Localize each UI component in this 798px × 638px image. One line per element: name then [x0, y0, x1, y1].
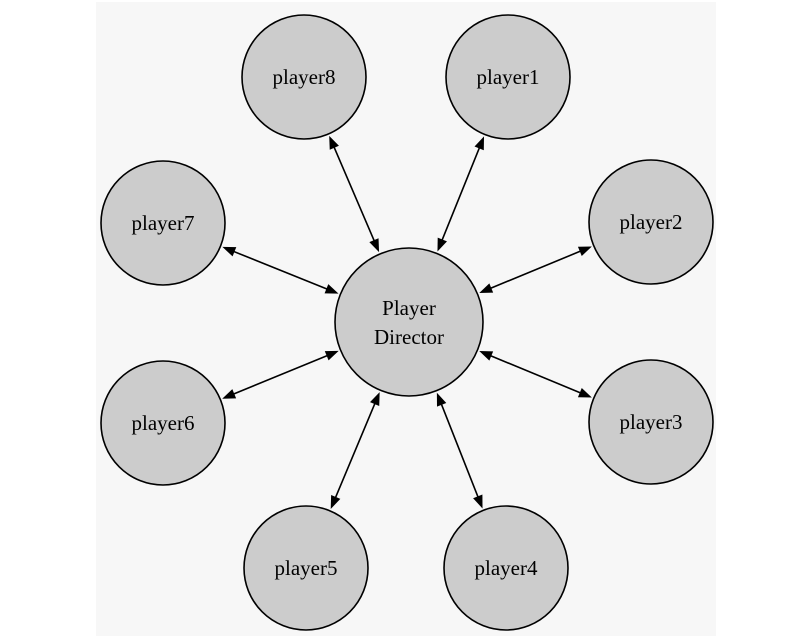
node-player4-label: player4	[475, 556, 538, 580]
connector-player4	[438, 399, 481, 502]
node-player8-label: player8	[273, 65, 336, 89]
arrowhead-player7	[222, 246, 237, 257]
node-player3-label: player3	[620, 410, 683, 434]
connector-player1	[439, 143, 482, 245]
node-player3-circle	[588, 359, 714, 485]
arrowhead-director-from-player3	[479, 351, 494, 361]
node-player2: player2	[588, 159, 714, 285]
node-player8: player8	[241, 14, 367, 140]
node-player3: player3	[588, 359, 714, 485]
node-player6: player6	[100, 360, 226, 486]
node-player2-circle	[588, 159, 714, 285]
node-player1-circle	[445, 14, 571, 140]
node-player5-circle	[243, 505, 369, 631]
connector-player2	[486, 248, 585, 291]
node-player7-circle	[100, 160, 226, 286]
arrowhead-director-from-player2	[479, 283, 494, 293]
arrowhead-director-from-player1	[437, 237, 447, 252]
center-node-label-line-1: Player	[382, 296, 436, 320]
node-player5: player5	[243, 505, 369, 631]
arrowhead-player6	[222, 389, 237, 399]
node-player4-circle	[443, 505, 569, 631]
connector-group	[222, 135, 592, 509]
arrowhead-player4	[473, 494, 483, 509]
node-player1: player1	[445, 14, 571, 140]
arrowhead-director-from-player7	[324, 284, 339, 294]
center-node-player-director: Player Director	[334, 247, 484, 397]
node-player1-label: player1	[477, 65, 540, 89]
node-player7-label: player7	[132, 211, 195, 235]
connector-player5	[332, 398, 378, 503]
connector-player6	[229, 353, 332, 397]
node-player4: player4	[443, 505, 569, 631]
arrowhead-director-from-player8	[369, 238, 380, 253]
connector-player8	[331, 142, 377, 246]
arrowhead-player3	[577, 387, 592, 398]
arrowhead-player2	[577, 246, 592, 257]
node-player7: player7	[100, 160, 226, 286]
arrowhead-player8	[329, 135, 339, 150]
node-player6-label: player6	[132, 411, 195, 435]
arrowhead-director-from-player5	[370, 392, 380, 407]
node-player5-label: player5	[275, 556, 338, 580]
connector-player3	[486, 353, 585, 396]
arrowhead-director-from-player4	[436, 392, 447, 407]
arrowhead-player5	[330, 495, 341, 509]
node-player2-label: player2	[620, 210, 683, 234]
arrowhead-director-from-player6	[324, 350, 339, 361]
node-player6-circle	[100, 360, 226, 486]
center-node-label-line-2: Director	[374, 325, 444, 349]
arrowhead-player1	[474, 136, 485, 151]
center-node-circle	[334, 247, 484, 397]
node-player8-circle	[241, 14, 367, 140]
connector-player7	[229, 249, 332, 292]
